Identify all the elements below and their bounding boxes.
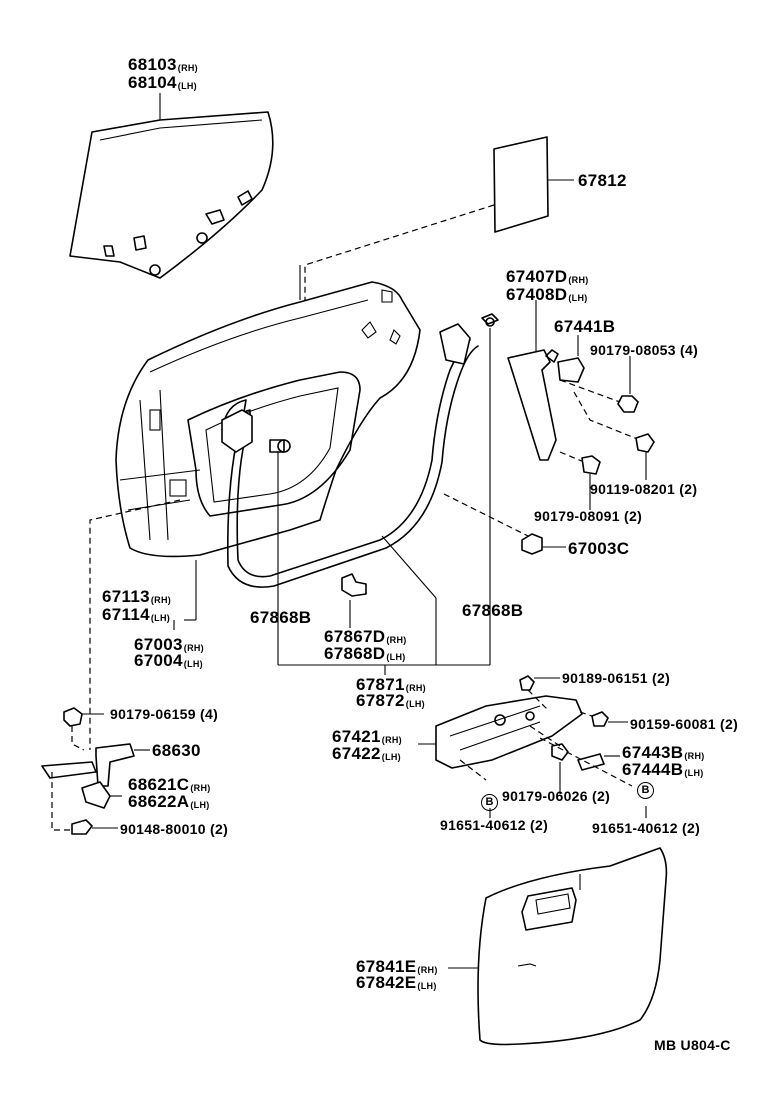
label-lock-rh: 67443B(RH)	[622, 743, 705, 762]
label-weather-rh: 67871(RH)	[356, 675, 426, 694]
label-bolt-a: 90179-08053 (4)	[590, 342, 699, 358]
label-check: 68630	[152, 741, 201, 760]
label-clip-b2: 91651-40612 (2)	[592, 820, 701, 836]
label-hinge-lh: 68622A(LH)	[128, 792, 210, 811]
label-door-rh: 67003(RH)	[134, 635, 204, 654]
label-strip-lh: 67868D(LH)	[324, 644, 406, 663]
label-bolt-b: 90119-08201 (2)	[590, 481, 698, 497]
panel-leaders	[89, 499, 197, 750]
label-door-lh: 67004(LH)	[134, 651, 203, 670]
label-bolt-g: 90159-60081 (2)	[630, 716, 739, 732]
lower-hinge-set	[41, 707, 150, 835]
label-board-lh: 67842E(LH)	[356, 973, 437, 992]
label-upper-hinge-lh: 67408D(LH)	[506, 285, 588, 304]
b-marker-left: B	[481, 794, 498, 811]
label-glass-lh: 68104(LH)	[128, 73, 197, 92]
strip-retainer	[341, 573, 367, 628]
label-lock-lh: 67444B(LH)	[622, 760, 704, 779]
label-upper-hinge-rh: 67407D(RH)	[506, 267, 589, 286]
label-nut-h: 90179-06026 (2)	[502, 788, 611, 804]
door-weatherstrip	[221, 323, 479, 588]
label-bracket: 67441B	[554, 317, 616, 336]
label-panel-rh: 67113(RH)	[102, 587, 172, 606]
label-nut-f: 90189-06151 (2)	[562, 670, 671, 686]
label-glass-rh: 68103(RH)	[128, 55, 198, 74]
label-weather-lh: 67872(LH)	[356, 691, 425, 710]
label-clip-right: 67868B	[462, 601, 524, 620]
diagram-reference-code: MB U804-C	[654, 1037, 731, 1053]
label-nut-c: 90179-08091 (2)	[534, 508, 643, 524]
label-regulator-lh: 67422(LH)	[332, 744, 401, 763]
window-regulator	[418, 675, 647, 818]
door-trim-board	[448, 847, 668, 1046]
label-clip-left: 67868B	[250, 608, 312, 627]
upper-hinge	[507, 300, 655, 510]
door-glass	[69, 93, 274, 279]
label-screw-e: 90148-80010 (2)	[120, 821, 229, 837]
clips	[269, 313, 499, 675]
label-board-rh: 67841E(RH)	[356, 957, 438, 976]
label-nut-d: 90179-06159 (4)	[110, 706, 219, 722]
label-panel-lh: 67114(LH)	[102, 605, 171, 624]
label-regulator-rh: 67421(RH)	[332, 727, 402, 746]
label-strip-rh: 67867D(RH)	[324, 627, 407, 646]
label-cover: 67812	[578, 171, 627, 190]
label-cushion: 67003C	[568, 539, 630, 558]
door-shell	[115, 265, 421, 558]
label-hinge-rh: 68621C(RH)	[128, 775, 211, 794]
label-clip-b1: 91651-40612 (2)	[440, 817, 549, 833]
b-marker-right: B	[637, 782, 654, 799]
door-cushion	[443, 493, 566, 555]
